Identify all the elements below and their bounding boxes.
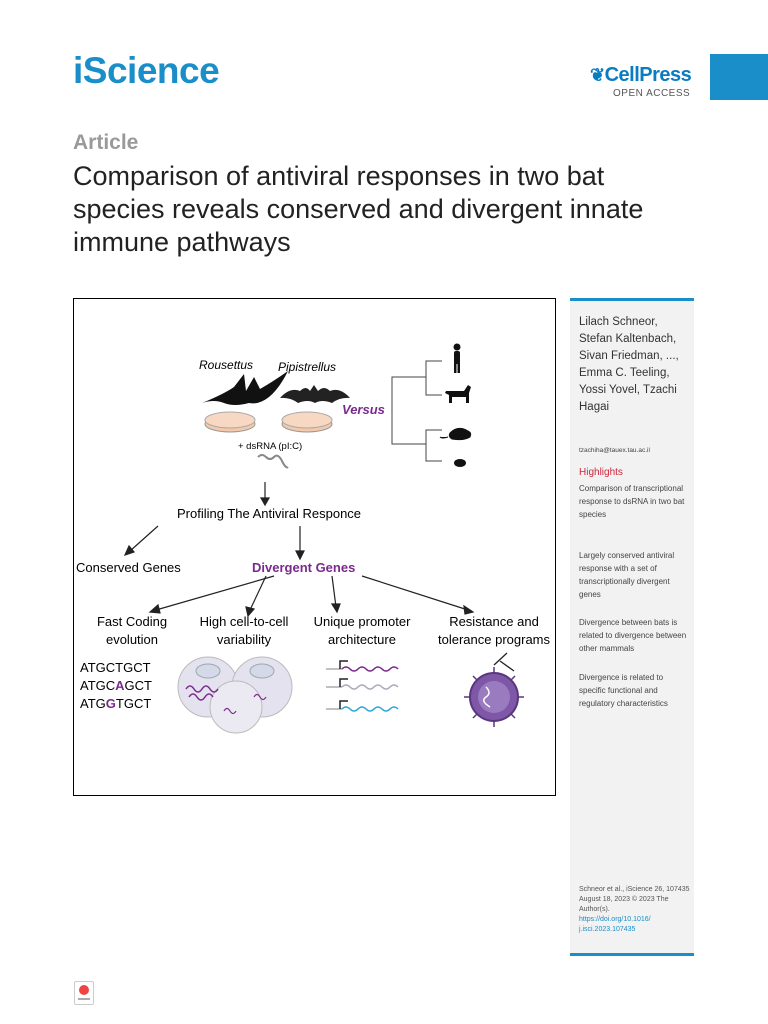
species-2-label: Pipistrellus bbox=[278, 360, 336, 374]
species-1-label: Rousettus bbox=[199, 358, 253, 372]
pipistrellus-bat-icon bbox=[280, 385, 350, 403]
feature-1-line-2: evolution bbox=[106, 632, 158, 647]
versus-label: Versus bbox=[342, 402, 385, 417]
article-type: Article bbox=[73, 131, 139, 154]
feature-4-line-2: tolerance programs bbox=[438, 632, 550, 647]
publisher-name: CellPress bbox=[604, 64, 692, 86]
highlights-heading: Highlights bbox=[579, 467, 623, 478]
author-email[interactable]: tzachiha@tauex.tau.ac.il bbox=[579, 447, 650, 454]
highlight-item: Divergence between bats is related to di… bbox=[579, 618, 687, 653]
sequence-2: ATGCAGCT bbox=[80, 678, 152, 693]
highlight-item: Divergence is related to specific functi… bbox=[579, 673, 668, 708]
cellpress-logo: ❦CellPress bbox=[590, 64, 692, 87]
check-for-updates-icon[interactable] bbox=[74, 981, 94, 1005]
divergent-genes-label: Divergent Genes bbox=[252, 560, 355, 575]
phylogenetic-tree bbox=[391, 360, 442, 462]
treatment-label: + dsRNA (pI:C) bbox=[238, 441, 302, 452]
human-icon bbox=[453, 343, 461, 373]
highlight-item: Largely conserved antiviral response wit… bbox=[579, 551, 675, 599]
feature-2-line-1: High cell-to-cell bbox=[200, 614, 289, 629]
sequence-3: ATGGTGCT bbox=[80, 696, 151, 711]
feature-3-line-2: architecture bbox=[328, 632, 396, 647]
conserved-genes-label: Conserved Genes bbox=[76, 560, 181, 575]
cell-dish-1-icon bbox=[204, 411, 256, 433]
cell-dish-2-icon bbox=[281, 411, 333, 433]
profiling-label: Profiling The Antiviral Responce bbox=[177, 506, 361, 521]
citation: Schneor et al., iScience 26, 107435 Augu… bbox=[579, 885, 691, 935]
article-title: Comparison of antiviral responses in two… bbox=[73, 161, 644, 257]
mouse-icon bbox=[454, 459, 466, 467]
virus-icon bbox=[464, 652, 524, 727]
feature-1-line-1: Fast Coding bbox=[97, 614, 167, 629]
feature-4-line-1: Resistance and bbox=[449, 614, 539, 629]
cells-variability-icon bbox=[177, 656, 293, 734]
rat-icon bbox=[439, 427, 472, 441]
dsrna-icon bbox=[257, 454, 289, 469]
promoter-architecture-icon bbox=[326, 660, 399, 712]
sequence-1: ATGCTGCT bbox=[80, 660, 151, 675]
graphical-abstract: Rousettus Pipistrellus + dsRNA (pI:C) Ve… bbox=[73, 298, 556, 796]
feature-2-line-2: variability bbox=[217, 632, 272, 647]
rousettus-bat-icon bbox=[202, 371, 288, 405]
feature-3-line-1: Unique promoter bbox=[314, 614, 411, 629]
journal-logo: iScience bbox=[73, 50, 220, 91]
cellpress-mark-icon: ❦ bbox=[590, 65, 605, 85]
citation-text: Schneor et al., iScience 26, 107435 Augu… bbox=[579, 886, 690, 913]
open-access-label: OPEN ACCESS bbox=[613, 88, 691, 99]
doi-link[interactable]: https://doi.org/10.1016/ j.isci.2023.107… bbox=[579, 916, 651, 933]
brand-tab bbox=[710, 54, 768, 100]
authors: Lilach Schneor, Stefan Kaltenbach, Sivan… bbox=[579, 316, 679, 413]
dog-icon bbox=[445, 385, 471, 403]
sidebar: Lilach Schneor, Stefan Kaltenbach, Sivan… bbox=[570, 298, 694, 956]
highlight-item: Comparison of transcriptional response t… bbox=[579, 484, 685, 519]
